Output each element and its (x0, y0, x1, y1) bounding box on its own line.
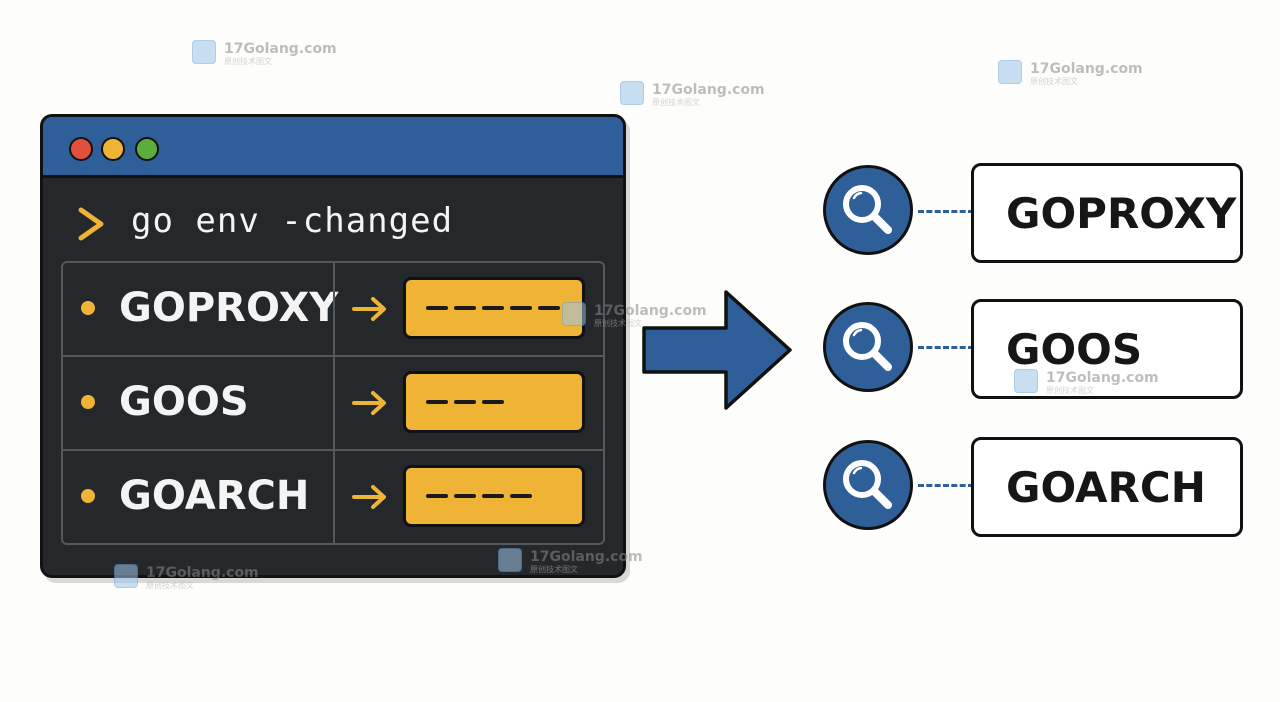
terminal-window: go env -changed GOPROXY GOOS (40, 114, 626, 578)
bullet-icon (81, 395, 95, 409)
env-var-name: GOPROXY (119, 285, 339, 331)
watermark-subtext: 原创技术图文 (1046, 386, 1094, 395)
terminal-titlebar (43, 117, 623, 178)
close-dot-icon[interactable] (69, 137, 93, 161)
watermark-logo-icon (114, 564, 138, 588)
watermark-text: 17Golang.com (652, 82, 765, 98)
watermark: 17Golang.com 原创技术图文 (114, 564, 274, 592)
watermark-logo-icon (620, 81, 644, 105)
watermark-logo-icon (192, 40, 216, 64)
column-divider (333, 263, 335, 355)
dashed-connector (918, 484, 974, 491)
watermark-logo-icon (1014, 369, 1038, 393)
watermark: 17Golang.com 原创技术图文 (562, 302, 722, 330)
minimize-dot-icon[interactable] (101, 137, 125, 161)
watermark-text: 17Golang.com (1046, 370, 1159, 386)
watermark-logo-icon (498, 548, 522, 572)
search-icon (823, 165, 913, 255)
changed-value-box (403, 277, 585, 339)
watermark: 17Golang.com 原创技术图文 (498, 548, 658, 576)
table-row: GOPROXY (63, 263, 603, 357)
watermark-subtext: 原创技术图文 (530, 565, 578, 574)
table-row: GOOS (63, 357, 603, 451)
watermark-logo-icon (998, 60, 1022, 84)
dashed-connector (918, 346, 974, 353)
watermark-text: 17Golang.com (530, 549, 643, 565)
column-divider (333, 357, 335, 449)
dashed-connector (918, 210, 974, 217)
arrow-right-icon (352, 391, 386, 415)
result-label: GOOS (1006, 325, 1143, 374)
arrow-right-icon (352, 485, 386, 509)
result-box: GOPROXY (971, 163, 1243, 263)
magnifier-icon (843, 460, 892, 509)
result-box: GOARCH (971, 437, 1243, 537)
watermark-subtext: 原创技术图文 (224, 57, 272, 66)
arrow-right-icon (352, 297, 386, 321)
column-divider (333, 451, 335, 543)
env-var-name: GOOS (119, 379, 249, 425)
watermark: 17Golang.com 原创技术图文 (998, 60, 1158, 88)
watermark-subtext: 原创技术图文 (594, 319, 642, 328)
watermark-text: 17Golang.com (594, 303, 707, 319)
search-icon (823, 440, 913, 530)
watermark-subtext: 原创技术图文 (652, 98, 700, 107)
table-row: GOARCH (63, 451, 603, 543)
bullet-icon (81, 301, 95, 315)
env-var-name: GOARCH (119, 473, 310, 519)
watermark: 17Golang.com 原创技术图文 (192, 40, 352, 68)
watermark-subtext: 原创技术图文 (146, 581, 194, 590)
watermark: 17Golang.com 原创技术图文 (620, 81, 780, 109)
watermark-text: 17Golang.com (146, 565, 259, 581)
prompt-chevron-icon (78, 207, 104, 241)
redacted-value-dashes (426, 400, 504, 404)
result-label: GOPROXY (1006, 189, 1237, 238)
result-label: GOARCH (1006, 463, 1206, 512)
redacted-value-dashes (426, 306, 560, 310)
terminal-command: go env -changed (131, 201, 454, 241)
changed-value-box (403, 465, 585, 527)
maximize-dot-icon[interactable] (135, 137, 159, 161)
magnifier-icon (843, 322, 892, 371)
watermark-text: 17Golang.com (1030, 61, 1143, 77)
magnifier-icon (843, 185, 892, 234)
redacted-value-dashes (426, 494, 532, 498)
env-table: GOPROXY GOOS GOARCH (61, 261, 605, 545)
changed-value-box (403, 371, 585, 433)
big-arrow-right-icon (642, 290, 792, 410)
bullet-icon (81, 489, 95, 503)
watermark-subtext: 原创技术图文 (1030, 77, 1078, 86)
watermark-text: 17Golang.com (224, 41, 337, 57)
watermark: 17Golang.com 原创技术图文 (1014, 369, 1174, 397)
watermark-logo-icon (562, 302, 586, 326)
search-icon (823, 302, 913, 392)
